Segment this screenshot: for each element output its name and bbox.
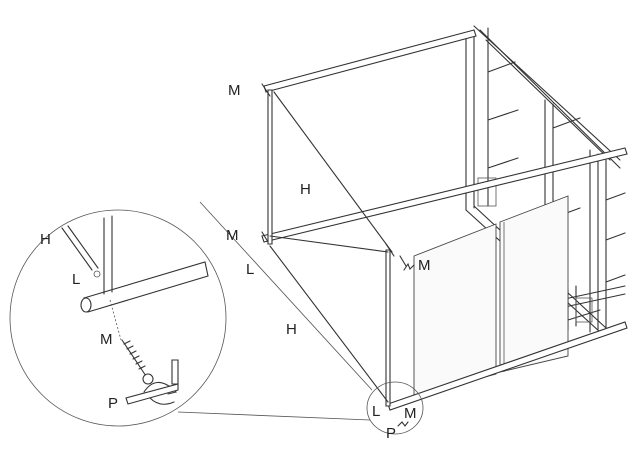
label-m-bottom: M xyxy=(404,405,417,422)
label-m-right: M xyxy=(418,257,431,274)
label-l-mid: L xyxy=(246,261,254,278)
detail-marker xyxy=(366,381,424,435)
label-m-top: M xyxy=(228,82,241,99)
inset-labels: H L M P xyxy=(40,231,118,412)
screw-icon xyxy=(121,339,154,385)
main-frame xyxy=(261,29,628,411)
inset-label-m: M xyxy=(100,331,113,348)
label-m-mid: M xyxy=(226,227,239,244)
label-h-lower: H xyxy=(286,321,297,338)
label-h-upper: H xyxy=(300,181,311,198)
allen-key-icon xyxy=(125,359,179,405)
right-frame xyxy=(465,25,626,333)
label-l-bottom: L xyxy=(372,403,380,420)
inset-label-h: H xyxy=(40,231,51,248)
label-p-bottom: P xyxy=(386,425,396,442)
panels xyxy=(413,195,569,397)
main-labels: M H M L M H L M P xyxy=(226,82,431,442)
callout-lines xyxy=(177,201,373,421)
inset-label-l: L xyxy=(72,271,80,288)
inset-detail xyxy=(9,209,227,427)
inset-label-p: P xyxy=(108,395,118,412)
